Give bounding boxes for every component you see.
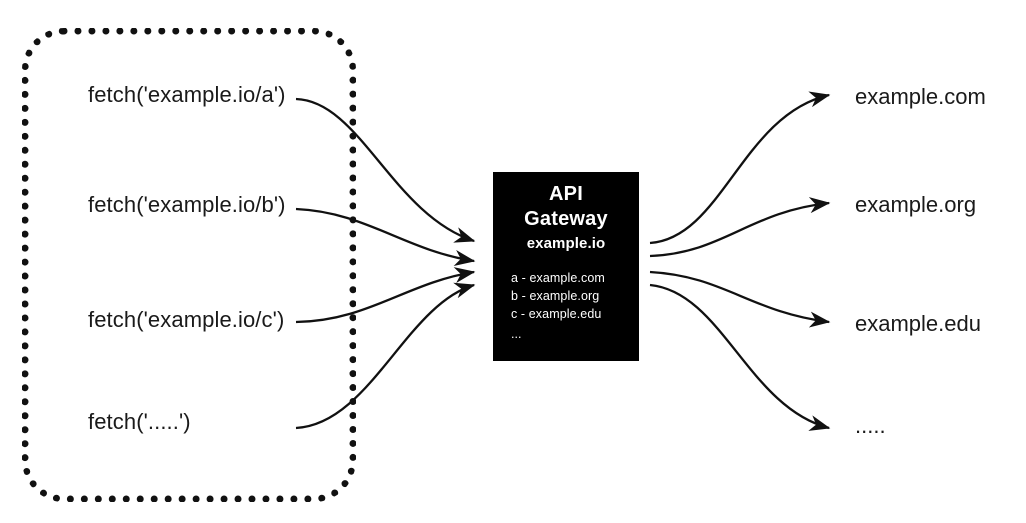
target-label-other: ..... bbox=[855, 413, 886, 438]
fetch-call-c-route-key: c bbox=[260, 307, 274, 332]
client-boundary bbox=[22, 28, 356, 502]
fetch-call-other-suffix: ') bbox=[178, 409, 191, 434]
fetch-call-a-suffix: ') bbox=[273, 82, 286, 107]
api-gateway-title-line1: API bbox=[549, 183, 583, 205]
edge-gateway-to-example-edu bbox=[649, 270, 831, 328]
api-gateway-route-b: b - example.org bbox=[511, 289, 600, 303]
api-gateway-node: API Gateway example.io a - example.com b… bbox=[493, 172, 639, 361]
target-label-example-edu: example.edu bbox=[855, 311, 981, 336]
fetch-call-a-prefix: fetch('example.io/ bbox=[88, 82, 262, 107]
target-label-example-org: example.org bbox=[855, 192, 977, 217]
fetch-call-other-route-key: ..... bbox=[147, 409, 179, 434]
fetch-call-other-prefix: fetch(' bbox=[88, 409, 148, 434]
fetch-call-b-suffix: ') bbox=[273, 192, 286, 217]
fetch-call-a: fetch('example.io/a') bbox=[88, 82, 286, 108]
api-gateway-title-line2: Gateway bbox=[524, 208, 608, 230]
api-gateway-domain: example.io bbox=[526, 235, 606, 252]
fetch-call-c: fetch('example.io/c') bbox=[88, 307, 284, 333]
edge-gateway-to-other bbox=[649, 283, 831, 431]
api-gateway-route-c: c - example.edu bbox=[511, 307, 602, 321]
fetch-call-a-route-key: a bbox=[260, 82, 276, 107]
fetch-call-c-prefix: fetch('example.io/ bbox=[88, 307, 262, 332]
fetch-call-c-suffix: ') bbox=[272, 307, 285, 332]
api-gateway-route-ellipsis: ... bbox=[511, 327, 522, 341]
edge-gateway-to-example-com bbox=[649, 91, 831, 245]
fetch-call-b: fetch('example.io/b') bbox=[88, 192, 286, 218]
edge-gateway-to-example-org bbox=[649, 197, 831, 258]
fetch-call-other: fetch('.....') bbox=[88, 409, 191, 435]
fetch-call-b-route-key: b bbox=[260, 192, 276, 217]
fetch-call-b-prefix: fetch('example.io/ bbox=[88, 192, 262, 217]
api-gateway-route-list: a - example.com b - example.org c - exam… bbox=[493, 269, 639, 323]
api-gateway-route-a: a - example.com bbox=[511, 271, 605, 285]
target-label-example-com: example.com bbox=[855, 84, 986, 109]
